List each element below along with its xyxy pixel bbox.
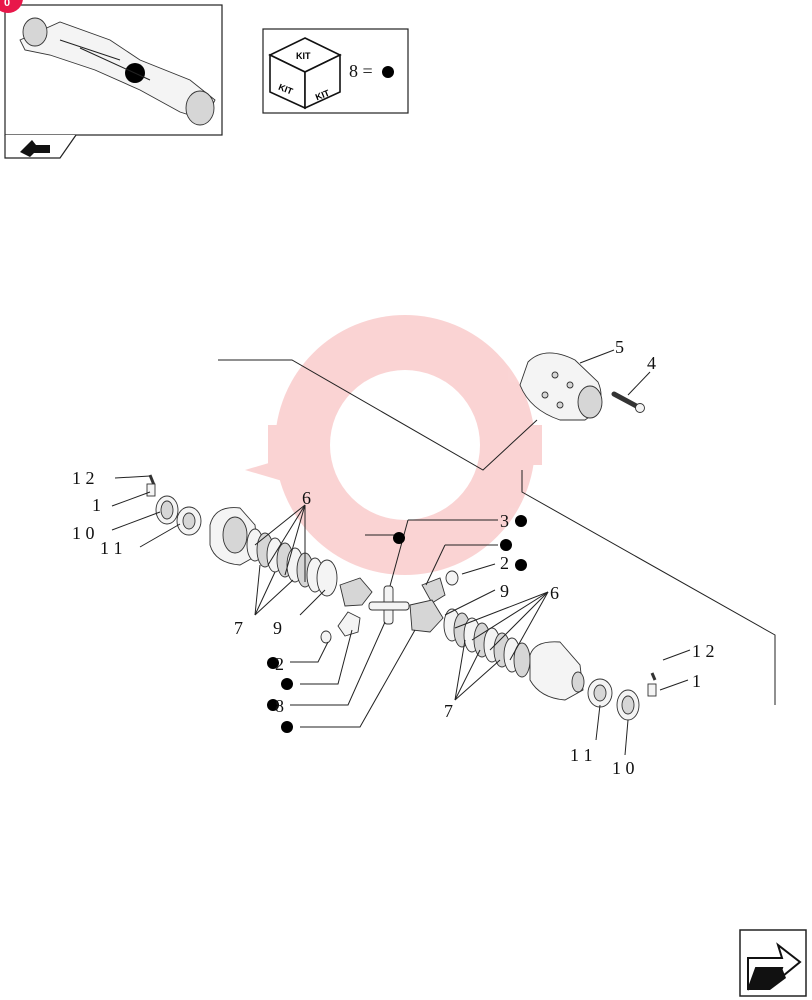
callout-7-right: 7 <box>444 701 453 721</box>
right-parts <box>529 641 657 721</box>
back-arrow-icon[interactable] <box>20 140 50 157</box>
callout-6-left: 6 <box>302 488 311 508</box>
callout-11-left: 1 1 <box>100 538 123 558</box>
cross-pin[interactable] <box>611 391 645 413</box>
callout-6-right: 6 <box>550 583 559 603</box>
callout-4: 4 <box>647 353 656 373</box>
axle-thumbnail-icon <box>19 17 216 126</box>
callout-3: 3 <box>500 511 509 531</box>
center-gears <box>320 570 459 644</box>
callout-2-left: 2 <box>275 654 284 674</box>
callout-2-right: 2 <box>500 553 509 573</box>
callout-1-right: 1 <box>692 671 701 691</box>
kit-legend: KIT KIT KIT 8 = <box>262 28 409 114</box>
callout-1-left: 1 <box>92 495 101 515</box>
next-page-button[interactable] <box>739 929 807 997</box>
left-parts <box>146 474 259 566</box>
page-badge: 0 <box>0 0 23 13</box>
callout-12-left: 1 2 <box>72 468 95 488</box>
callout-9-left: 9 <box>273 618 282 638</box>
callout-7-left: 7 <box>234 618 243 638</box>
boundary-lines <box>218 359 776 705</box>
callout-10-right: 1 0 <box>612 758 635 778</box>
callout-labels: 5 4 1 2 1 1 0 1 1 6 3 2 9 6 7 9 2 8 1 2 … <box>72 337 715 778</box>
callout-10-left: 1 0 <box>72 523 95 543</box>
leader-lines <box>111 349 691 756</box>
callout-8: 8 <box>275 696 284 716</box>
kit-word-top: KIT <box>296 51 311 61</box>
page-badge-text: 0 <box>4 0 10 9</box>
kit-dots <box>267 515 527 733</box>
watermark-logo <box>245 315 542 575</box>
callout-11-right: 1 1 <box>570 745 593 765</box>
kit-equation: 8 = <box>349 61 373 81</box>
right-clutch-pack <box>443 608 531 678</box>
left-clutch-pack <box>246 528 338 597</box>
next-page-arrow-icon <box>747 942 802 991</box>
axle-thumbnail[interactable] <box>4 4 223 159</box>
kit-box-icon: KIT KIT KIT <box>268 37 342 110</box>
kit-dot-icon <box>382 66 394 78</box>
callout-5: 5 <box>615 337 624 357</box>
callout-12-right: 1 2 <box>692 641 715 661</box>
differential-housing[interactable] <box>519 352 603 421</box>
callout-9-right: 9 <box>500 581 509 601</box>
